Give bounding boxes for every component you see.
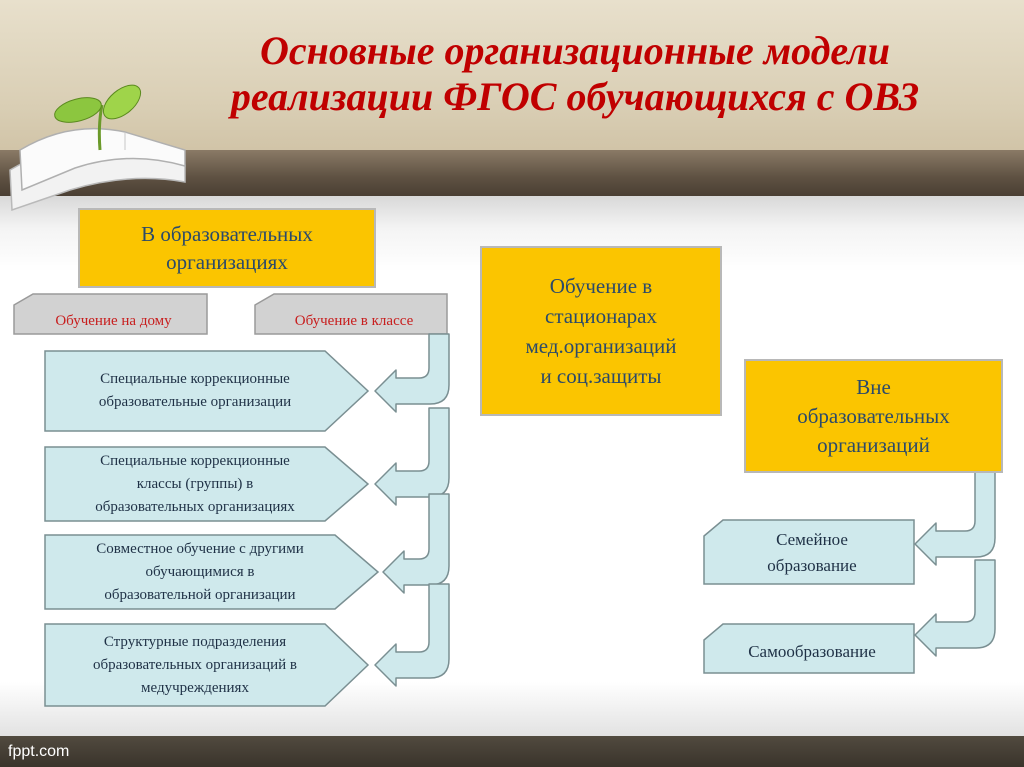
right-header-line: Вне	[856, 374, 891, 399]
left-item-3-shape	[44, 534, 380, 610]
middle-header-line: стационарах	[545, 304, 657, 328]
right-item-1-shape	[703, 519, 915, 585]
curved-arrow-5	[914, 471, 996, 566]
left-item-line: Совместное обучение с другими	[96, 540, 304, 557]
left-item-line: обучающимися в	[145, 563, 255, 580]
left-item-line: образовательные организации	[98, 394, 292, 410]
left-item-line: образовательной организации	[104, 586, 296, 603]
middle-header-line: мед.организаций	[525, 334, 677, 358]
left-item-1: Специальные коррекционные образовательны…	[50, 351, 340, 431]
left-item-4: Структурные подразделения образовательны…	[50, 624, 340, 706]
curved-arrow-4	[374, 583, 450, 687]
left-item-2-shape	[44, 446, 370, 522]
left-item-line: классы (группы) в	[136, 475, 254, 492]
footer-brand: fppt.com	[8, 743, 70, 760]
left-item-line: образовательных организаций в	[92, 656, 298, 673]
curved-arrow-1	[374, 333, 450, 413]
right-item-line: образование	[767, 556, 857, 575]
curved-arrow-6	[914, 559, 996, 657]
right-item-2-shape	[703, 623, 915, 674]
middle-header-line: Обучение в	[549, 274, 653, 298]
tab-home-shape	[13, 293, 208, 335]
left-header-line: организациях	[166, 250, 288, 274]
tab-class[interactable]: Обучение в классе	[294, 313, 414, 329]
left-header-box: В образовательных организациях	[78, 208, 376, 288]
left-header-line: В образовательных	[141, 222, 313, 246]
right-item-line: Семейное	[776, 530, 848, 549]
right-header-box: Вне образовательных организаций	[744, 359, 1003, 473]
right-header-line: образовательных	[797, 403, 950, 428]
tab-class-shape	[254, 293, 448, 335]
left-item-line: Структурные подразделения	[103, 633, 287, 650]
left-item-1-shape	[44, 350, 370, 432]
left-item-line: медучреждениях	[141, 679, 249, 696]
left-item-3: Совместное обучение с другими обучающими…	[50, 535, 350, 609]
right-header-line: организаций	[817, 432, 930, 457]
title-line-1: Основные организационные модели	[260, 28, 890, 73]
right-item-line: Самообразование	[748, 642, 876, 661]
footer-band	[0, 736, 1024, 767]
title-line-2: реализации ФГОС обучающихся с ОВЗ	[230, 74, 920, 119]
left-item-2: Специальные коррекционные классы (группы…	[50, 447, 340, 521]
middle-header-line: и соц.защиты	[540, 364, 662, 388]
curved-arrow-2	[374, 407, 450, 506]
left-item-line: образовательных организациях	[95, 498, 295, 515]
right-item-2: Самообразование	[712, 630, 912, 673]
page-title: Основные организационные модели реализац…	[150, 28, 1000, 120]
left-item-line: Специальные коррекционные	[100, 371, 290, 387]
middle-header-box: Обучение в стационарах мед.организаций и…	[480, 246, 722, 416]
curved-arrow-3	[382, 493, 450, 594]
left-item-line: Специальные коррекционные	[100, 452, 290, 469]
left-item-4-shape	[44, 623, 370, 707]
tab-home[interactable]: Обучение на дому	[55, 313, 172, 329]
right-item-1: Семейное образование	[712, 522, 912, 584]
